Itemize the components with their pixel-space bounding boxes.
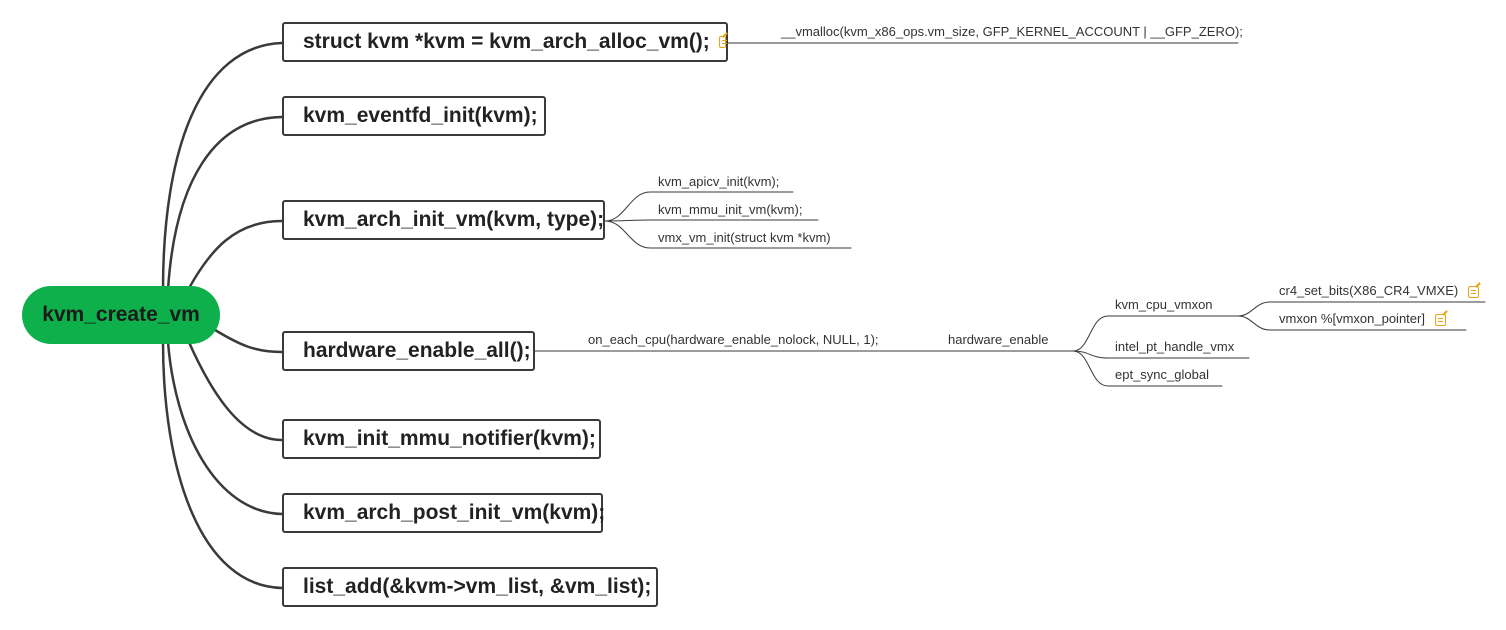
connector-root-branch-1	[166, 115, 284, 292]
branch-label: struct kvm *kvm = kvm_arch_alloc_vm();	[303, 30, 710, 53]
branch-kvm-arch-post-init-vm[interactable]: kvm_arch_post_init_vm(kvm);	[282, 493, 606, 533]
branch-kvm-init-mmu-notifier[interactable]: kvm_init_mmu_notifier(kvm);	[282, 419, 601, 459]
root-label: kvm_create_vm	[42, 303, 200, 326]
connector-root-branch-5	[166, 340, 284, 516]
subtopic-intel-pt-handle-vmx[interactable]: intel_pt_handle_vmx	[1115, 339, 1235, 354]
subtopic-vmxon-pointer[interactable]: vmxon %[vmxon_pointer]	[1279, 311, 1446, 327]
branch-label: list_add(&kvm->vm_list, &vm_list);	[303, 575, 652, 598]
connector-root-branch-4	[186, 338, 284, 442]
note-icon[interactable]	[1467, 285, 1479, 298]
branch-kvm-eventfd-init[interactable]: kvm_eventfd_init(kvm);	[282, 96, 546, 136]
subtopic-ept-sync-global[interactable]: ept_sync_global	[1115, 367, 1209, 382]
branch-label: kvm_eventfd_init(kvm);	[303, 104, 538, 127]
root-node[interactable]: kvm_create_vm	[22, 286, 220, 344]
subtopic-hardware-enable[interactable]: hardware_enable	[948, 332, 1049, 347]
branch-label: hardware_enable_all();	[303, 339, 531, 362]
branch-list-add[interactable]: list_add(&kvm->vm_list, &vm_list);	[282, 567, 658, 607]
branch-kvm-arch-alloc-vm[interactable]: struct kvm *kvm = kvm_arch_alloc_vm();	[282, 22, 728, 62]
branch-hardware-enable-all[interactable]: hardware_enable_all();	[282, 331, 535, 371]
connector-root-branch-2	[186, 219, 284, 292]
branch-label: kvm_arch_init_vm(kvm, type);	[303, 208, 605, 231]
subtopic-kvm-cpu-vmxon[interactable]: kvm_cpu_vmxon	[1115, 297, 1213, 312]
subtopic-label: vmxon %[vmxon_pointer]	[1279, 311, 1425, 326]
connector-root-branch-0	[161, 41, 284, 292]
subtopic-vmx-vm-init[interactable]: vmx_vm_init(struct kvm *kvm)	[658, 230, 831, 245]
subtopic-label: cr4_set_bits(X86_CR4_VMXE)	[1279, 283, 1459, 298]
branch-kvm-arch-init-vm[interactable]: kvm_arch_init_vm(kvm, type);	[282, 200, 605, 240]
branch-label: kvm_arch_post_init_vm(kvm);	[303, 501, 606, 524]
connector-root-branch-6	[161, 340, 284, 590]
branch-label: kvm_init_mmu_notifier(kvm);	[303, 427, 596, 450]
note-icon[interactable]	[718, 36, 728, 48]
subtopic-kvm-mmu-init-vm[interactable]: kvm_mmu_init_vm(kvm);	[658, 202, 803, 217]
connector-init-vmx	[604, 220, 852, 249]
connector-vmxon-cr4	[1237, 301, 1486, 317]
connector-he-ept	[1072, 350, 1223, 387]
connector-he-pt	[1072, 350, 1250, 359]
connector-he-vmxon	[1072, 315, 1239, 352]
connector-root-branch-3	[213, 328, 284, 354]
subtopic-kvm-apicv-init[interactable]: kvm_apicv_init(kvm);	[658, 174, 780, 189]
subtopic-vmalloc[interactable]: __vmalloc(kvm_x86_ops.vm_size, GFP_KERNE…	[781, 24, 1243, 39]
connector-init-mmu	[604, 219, 819, 222]
subtopic-cr4-set-bits[interactable]: cr4_set_bits(X86_CR4_VMXE)	[1279, 283, 1479, 299]
subtopic-on-each-cpu[interactable]: on_each_cpu(hardware_enable_nolock, NULL…	[588, 332, 879, 347]
connector-init-apicv	[604, 191, 794, 222]
note-icon[interactable]	[1434, 313, 1446, 326]
connector-vmxon-vmxon	[1237, 315, 1467, 331]
